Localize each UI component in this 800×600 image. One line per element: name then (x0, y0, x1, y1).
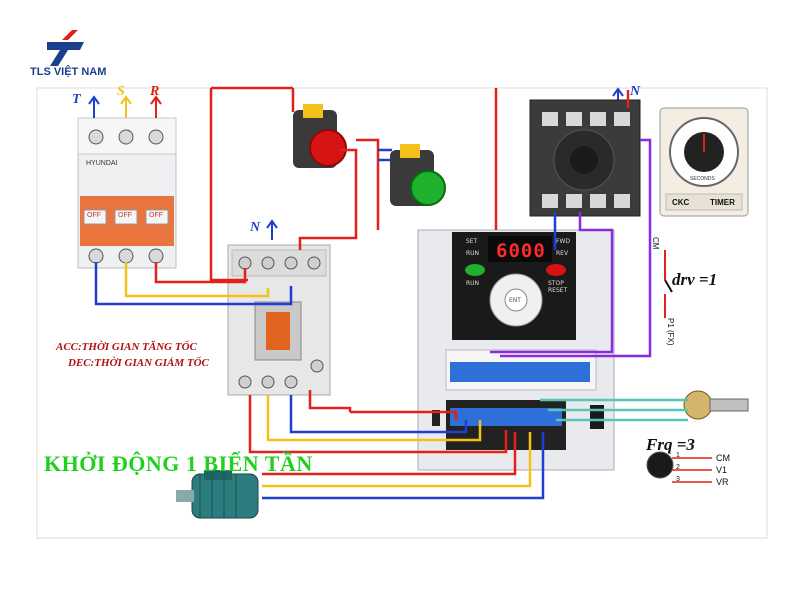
frq-note: Frq =3 (646, 435, 695, 454)
wires (94, 86, 712, 500)
timer (659, 107, 749, 217)
breaker-off-2: OFF (118, 212, 132, 219)
timer-unit: SECONDS (690, 176, 715, 182)
breaker-off-1: OFF (87, 212, 101, 219)
inverter-run-key: RUN (466, 280, 480, 287)
inverter-run-label: RUN (466, 250, 480, 257)
logo-mark (47, 30, 84, 66)
selector-switch (664, 250, 673, 318)
motor (176, 470, 259, 519)
timer-model: TIMER (710, 198, 735, 207)
logo-text: TLS VIỆT NAM (30, 66, 107, 78)
inverter-stop-key: STOP RESET (548, 280, 568, 294)
phase-r-label: R (150, 84, 160, 99)
inverter-rev-label: REV (556, 250, 569, 257)
drv-note: drv =1 (672, 270, 718, 289)
contactor (227, 244, 331, 396)
pot-vr-label: VR (716, 477, 729, 487)
breaker-off-3: OFF (149, 212, 163, 219)
dec-note: DEC:THỜI GIAN GIẢM TỐC (68, 357, 209, 369)
phase-s-label: S (117, 84, 125, 99)
green-start-button (390, 144, 446, 206)
inverter-display: 6000 (496, 240, 546, 262)
pot-pin-3: 3 (676, 476, 680, 483)
circuit-breaker (77, 117, 177, 269)
neutral-label-contactor: N (250, 220, 261, 235)
acc-note: ACC:THỜI GIAN TĂNG TỐC (56, 341, 197, 353)
timer-brand: CKC (672, 198, 690, 207)
breaker-brand: HYUNDAI (86, 160, 118, 167)
switch-cm-label: CM (651, 237, 660, 250)
potentiometer (646, 390, 749, 479)
pot-pin-1: 1 (676, 452, 680, 459)
red-stop-button (293, 104, 347, 168)
pot-v1-label: V1 (716, 465, 728, 475)
relay-socket (529, 99, 641, 217)
pot-cm-label: CM (716, 453, 730, 463)
inverter-set-label: SET (466, 238, 478, 245)
phase-t-label: T (72, 92, 81, 107)
diagram-title: KHỞI ĐỘNG 1 BIẾN TẦN (44, 451, 313, 476)
neutral-label-relay: N (630, 84, 641, 99)
switch-p1-label: P1 (FX) (666, 318, 675, 346)
pot-pin-2: 2 (676, 464, 680, 471)
inverter-ent-key: ENT (509, 297, 521, 304)
inverter-fwd-label: FWD (556, 238, 571, 245)
